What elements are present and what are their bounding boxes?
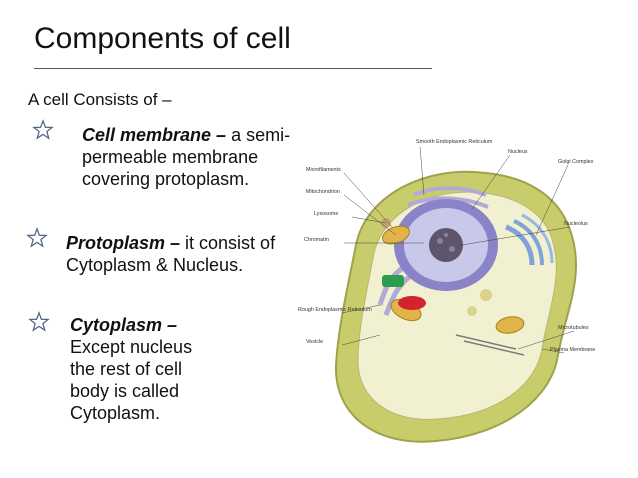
label-mitochondrion: Mitochondrion: [306, 189, 340, 195]
intro-text: A cell Consists of –: [28, 90, 172, 109]
bullet-line: Cytoplasm.: [70, 403, 161, 423]
plastid-green: [382, 275, 404, 287]
bullet-line: body is called: [70, 381, 180, 401]
bullet-desc: it consist of: [180, 233, 276, 253]
red-vesicle: [398, 296, 426, 310]
title-divider: [34, 68, 432, 69]
star-outline-icon: [32, 119, 54, 140]
label-nucleus: Nucleus: [508, 149, 528, 155]
bullet-term: Protoplasm –: [66, 233, 181, 253]
bullet-term: Cell membrane –: [82, 125, 227, 145]
bullet-term: Cytoplasm –: [70, 315, 178, 335]
bullet-desc: a semi-: [226, 125, 291, 145]
label-vesicle: Vesicle: [306, 339, 323, 345]
star-outline-icon: [28, 311, 50, 332]
bullet-cell-membrane: Cell membrane – a semi- permeable membra…: [82, 124, 290, 190]
mitochondrion: [495, 316, 525, 334]
bullet-line: Cytoplasm & Nucleus.: [66, 255, 244, 275]
slide-title: Components of cell: [34, 22, 291, 55]
label-golgi: Golgi Complex: [558, 159, 594, 165]
label-microfilaments: Microfilaments: [306, 167, 341, 173]
label-rough-er: Rough Endoplasmic Reticulum: [298, 307, 372, 313]
bullet-line: the rest of cell: [70, 359, 183, 379]
star-outline-icon: [26, 227, 48, 248]
label-microtubules: Microtubules: [558, 325, 589, 331]
bullet-line: permeable membrane: [82, 147, 259, 167]
label-chromatin: Chromatin: [304, 237, 329, 243]
microtubules: [455, 334, 525, 356]
vesicle: [480, 289, 492, 301]
vesicle: [467, 306, 477, 316]
label-plasma-membrane: Plasma Membrane: [550, 347, 595, 353]
bullet-protoplasm: Protoplasm – it consist of Cytoplasm & N…: [66, 232, 275, 276]
golgi-complex: [505, 213, 554, 266]
animal-cell-diagram: Smooth Endoplasmic Reticulum Nucleus Mic…: [298, 139, 595, 443]
bullet-line: covering protoplasm.: [82, 169, 250, 189]
bullet-cytoplasm: Cytoplasm – Except nucleus the rest of c…: [70, 314, 192, 424]
smooth-er: [407, 186, 489, 209]
nucleolus: [429, 228, 463, 262]
label-lysosome: Lysosome: [314, 211, 338, 217]
bullet-line: Except nucleus: [70, 337, 193, 357]
label-nucleolus: Nucleolus: [564, 221, 588, 227]
label-smooth-er: Smooth Endoplasmic Reticulum: [416, 139, 493, 145]
